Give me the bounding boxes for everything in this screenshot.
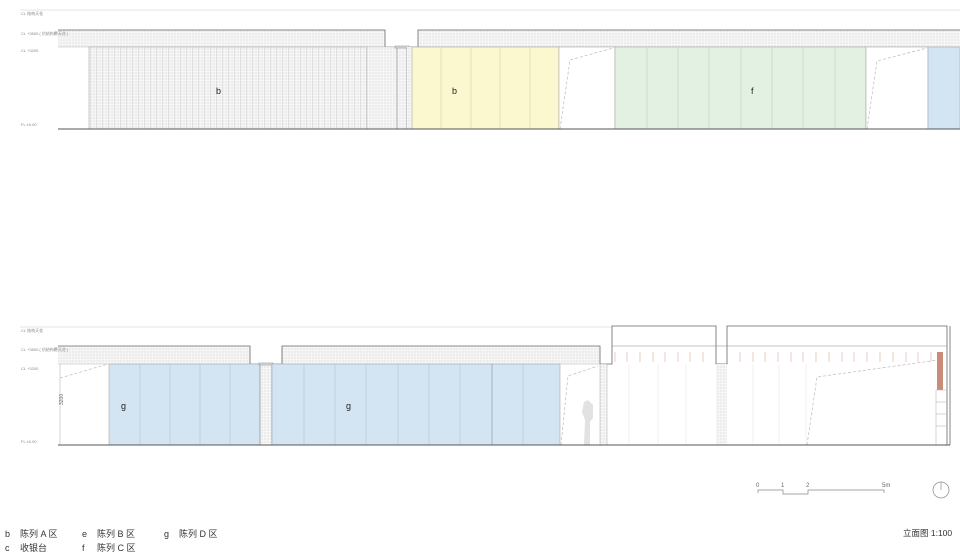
ceiling-band xyxy=(58,30,385,47)
white-wall-panels xyxy=(628,364,807,445)
accent-strip xyxy=(937,352,943,390)
svg-text:陈列 A 区: 陈列 A 区 xyxy=(20,528,58,539)
zone-label: g xyxy=(346,401,351,411)
display-panels-blue-right xyxy=(271,363,561,446)
svg-text:f: f xyxy=(82,543,85,553)
svg-text:b: b xyxy=(5,529,10,539)
svg-text:陈列 B 区: 陈列 B 区 xyxy=(97,528,135,539)
opening xyxy=(558,46,616,130)
column xyxy=(599,363,608,446)
ceiling-band xyxy=(418,30,960,47)
level-label-structural: CL 结构天花 xyxy=(21,10,43,16)
display-panels-blue xyxy=(927,46,960,130)
level-label-floor: FL ±0.00 xyxy=(21,439,37,444)
ceiling-trim-ticks xyxy=(614,352,932,362)
shelf-lines xyxy=(935,389,947,445)
svg-text:0: 0 xyxy=(756,483,760,489)
svg-text:5m: 5m xyxy=(882,483,890,489)
level-labels: CL 结构天花 CL +3500 ( 仿结构覆天花 ) CL +3200 FL … xyxy=(21,10,69,444)
level-label-structural: CL 结构天花 xyxy=(21,327,43,333)
svg-text:陈列 C 区: 陈列 C 区 xyxy=(97,542,136,553)
column xyxy=(259,363,273,446)
display-panels-blue-left xyxy=(108,363,261,446)
svg-text:g: g xyxy=(164,529,169,539)
level-label-3200: CL +3200 xyxy=(21,366,39,371)
wall-panel-zone-b xyxy=(88,46,368,130)
level-label-floor: FL ±0.00 xyxy=(21,122,37,127)
display-panels-green xyxy=(614,46,867,130)
drawing-title: 立面图 1:100 xyxy=(903,528,952,538)
svg-text:2: 2 xyxy=(806,483,810,489)
human-figure-icon xyxy=(582,400,593,445)
column xyxy=(716,364,727,445)
top-elevation: b b f xyxy=(20,9,960,130)
svg-text:1: 1 xyxy=(781,483,785,489)
level-label-3200: CL +3200 xyxy=(21,48,39,53)
wall-dotted xyxy=(366,46,398,130)
svg-text:c: c xyxy=(5,543,10,553)
svg-text:收银台: 收银台 xyxy=(20,542,47,553)
height-dimension: 3200 xyxy=(59,394,65,405)
bottom-elevation: 3200 xyxy=(20,325,951,446)
column xyxy=(396,46,408,130)
zone-label: f xyxy=(751,86,754,96)
level-label-finished: CL +3500 ( 仿结构覆天花 ) xyxy=(21,30,69,36)
zone-label: b xyxy=(216,86,221,96)
north-arrow-icon xyxy=(932,481,950,499)
opening xyxy=(865,46,929,130)
zone-label: b xyxy=(452,86,457,96)
scale-bar: 0 1 2 5m xyxy=(756,483,890,495)
legend: b 陈列 A 区 c 收银台 e 陈列 B 区 f 陈列 C 区 g 陈列 D … xyxy=(5,528,218,553)
display-panels-yellow xyxy=(411,46,560,130)
zone-label: g xyxy=(121,401,126,411)
svg-text:陈列 D 区: 陈列 D 区 xyxy=(179,528,218,539)
svg-text:e: e xyxy=(82,529,87,539)
level-label-finished: CL +3500 ( 仿结构覆天花 ) xyxy=(21,346,69,352)
